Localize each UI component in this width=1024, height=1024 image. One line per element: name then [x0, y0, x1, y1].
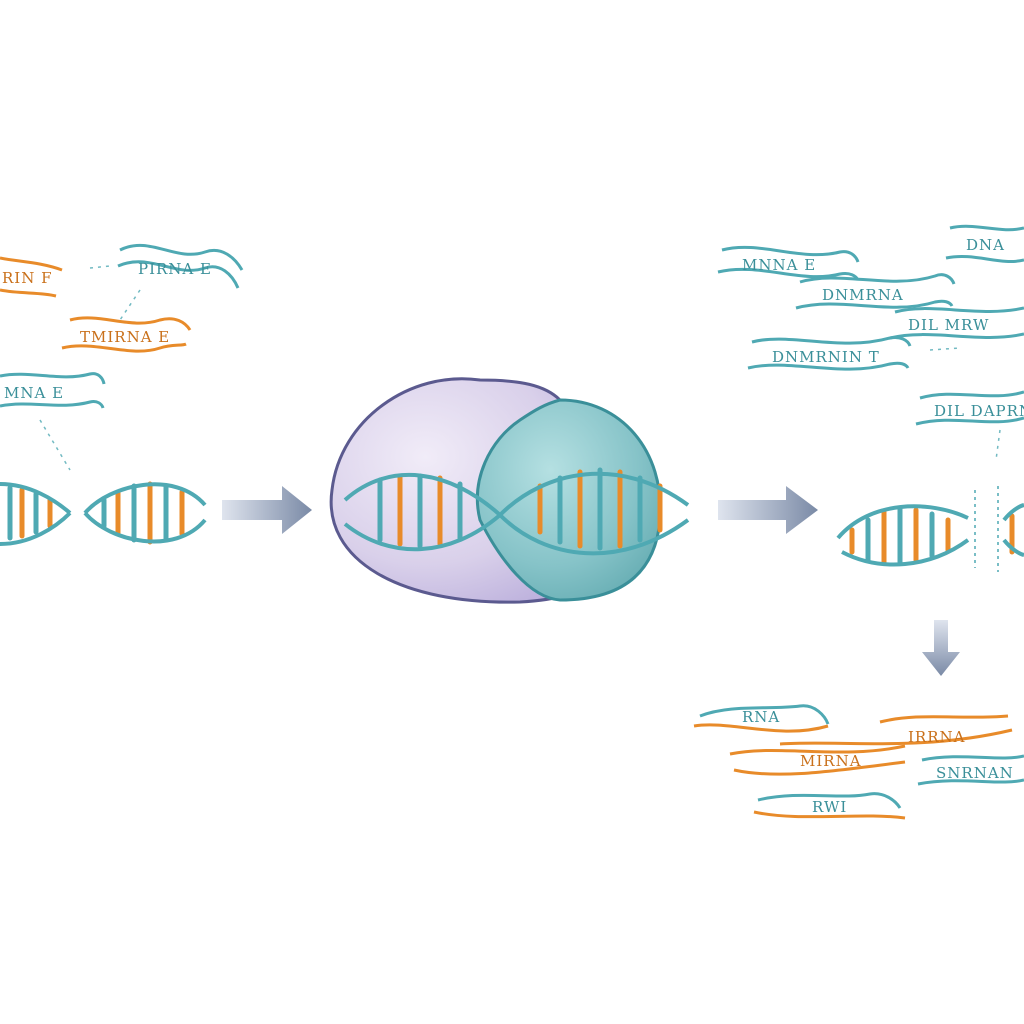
enzyme-complex: [329, 377, 690, 604]
ribbon-label: MIRNA: [800, 752, 862, 770]
ribbon-dna: DNA: [945, 224, 1024, 264]
ribbon-label: DNMRNA: [822, 286, 904, 304]
ribbon-dnmrna: DNMRNA: [795, 273, 956, 310]
ribbon-label: RWI: [812, 798, 847, 816]
ribbon-rna-bottom: RNA: [693, 704, 830, 733]
left-dna-helix: [0, 481, 207, 546]
dashed-connectors-right: [929, 347, 1001, 461]
ribbon-label: TMIRNA E: [80, 328, 170, 346]
left-ribbon-group: PIRNA E RIN F TMIRNA E MNA E: [0, 243, 244, 471]
right-ribbon-group: MNNA E DNMRNA DNA DIL MRW DNMRNIN T DIL …: [717, 224, 1024, 461]
ribbon-label: IRRNA: [908, 728, 965, 746]
ribbon-label: RIN F: [2, 269, 53, 287]
ribbon-label: PIRNA E: [138, 260, 212, 278]
ribbon-label: MNA E: [4, 384, 64, 402]
bottom-ribbon-group: RNA IRRNA MIRNA SNRNAN RWI: [693, 704, 1024, 820]
ribbon-irrna-bottom: IRRNA: [779, 714, 1013, 746]
ribbon-label: MNNA E: [742, 256, 816, 274]
ribbon-label: SNRNAN: [936, 764, 1014, 782]
ribbon-label: DIL DAPRN: [934, 402, 1024, 420]
ribbon-dildaprn: DIL DAPRN: [915, 390, 1024, 426]
ribbon-label: DNA: [966, 236, 1005, 254]
ribbon-tmirna: TMIRNA E: [61, 316, 192, 353]
dashed-connectors: [39, 265, 141, 471]
ribbon-mna: MNA E: [0, 372, 106, 409]
enzyme-dna-strand: [377, 467, 663, 551]
right-dna-helix: [836, 486, 1024, 572]
ribbon-dilmrw: DIL MRW: [889, 306, 1024, 340]
ribbon-label: DIL MRW: [908, 316, 989, 334]
arrow-right-2: [718, 486, 818, 534]
ribbon-mnna: MNNA E: [717, 245, 860, 281]
ribbon-snrnan-bottom: SNRNAN: [917, 754, 1024, 786]
ribbon-dnmrnin: DNMRNIN T: [747, 336, 912, 371]
ribbon-rin: RIN F: [0, 256, 63, 298]
ribbon-mirna-bottom: MIRNA: [729, 744, 906, 776]
arrow-down: [922, 620, 960, 676]
ribbon-rwi-bottom: RWI: [753, 792, 906, 820]
ribbon-label: DNMRNIN T: [772, 348, 880, 366]
arrow-right-1: [222, 486, 312, 534]
ribbon-pirna: PIRNA E: [117, 243, 244, 289]
ribbon-label: RNA: [742, 708, 780, 726]
